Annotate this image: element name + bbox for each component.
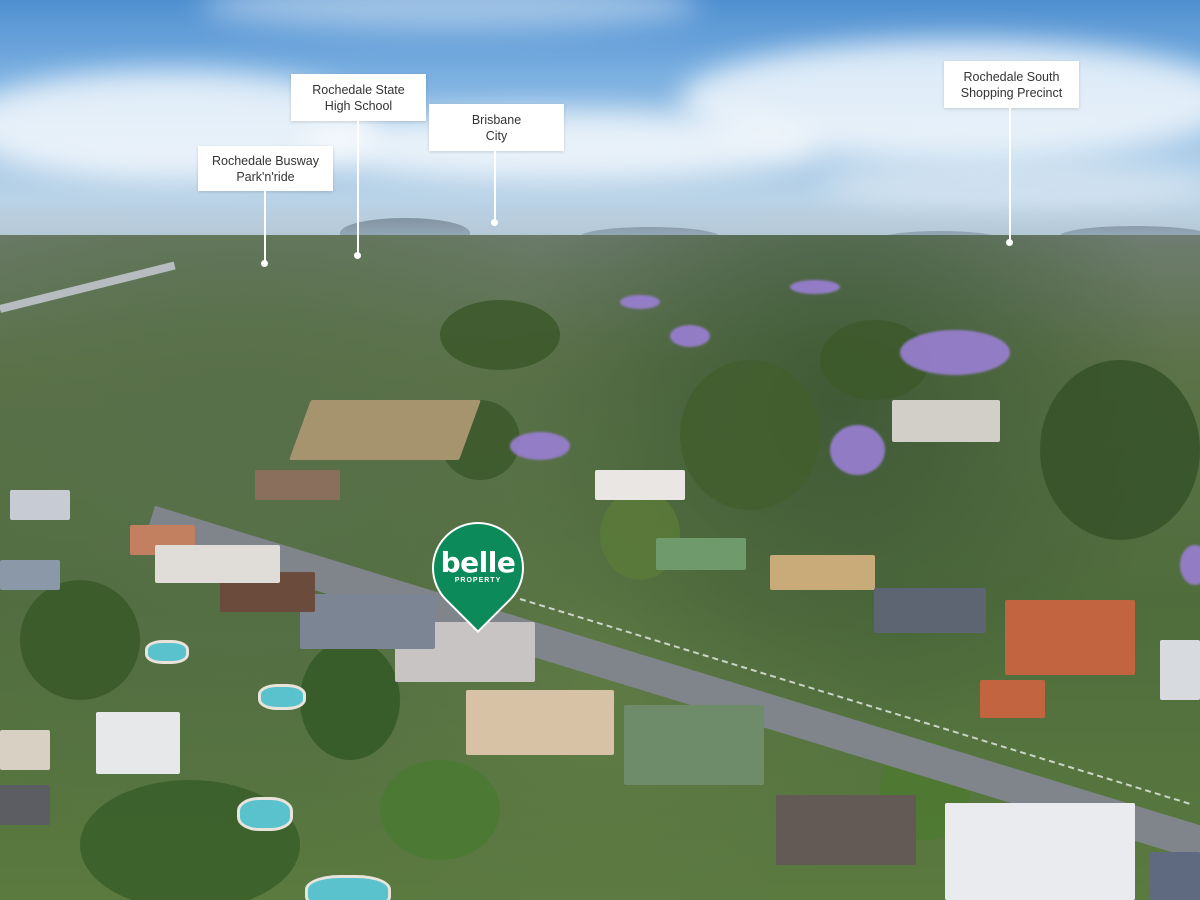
leader-dot (354, 252, 361, 259)
callout-text: High School (324, 98, 393, 113)
house-roof (300, 594, 435, 649)
leader-dot (1006, 239, 1013, 246)
brand-logo: belle (440, 546, 516, 579)
callout-busway: Rochedale Busway Park'n'ride (198, 146, 333, 191)
leader-line (264, 191, 266, 263)
house-roof (0, 730, 50, 770)
house-roof (656, 538, 746, 570)
callout-text: City (485, 128, 508, 143)
house-roof (1160, 640, 1200, 700)
house-roof (255, 470, 340, 500)
house-roof (1150, 852, 1200, 900)
house-roof (595, 470, 685, 500)
tree (20, 580, 140, 700)
jacaranda-tree (1180, 545, 1200, 585)
callout-text: Rochedale State (312, 82, 405, 97)
house-roof (980, 680, 1045, 718)
swimming-pool (305, 875, 391, 900)
cloud (680, 40, 1200, 160)
house-roof (945, 803, 1135, 900)
house-roof (0, 785, 50, 825)
jacaranda-tree (510, 432, 570, 460)
leader-dot (261, 260, 268, 267)
jacaranda-tree (620, 295, 660, 309)
house-roof (466, 690, 614, 755)
leader-dot (491, 219, 498, 226)
leader-line (494, 151, 496, 223)
jacaranda-tree (830, 425, 885, 475)
tree (680, 360, 820, 510)
house-roof (0, 560, 60, 590)
brand-subtitle: PROPERTY (454, 577, 502, 584)
tree (380, 760, 500, 860)
callout-high-school: Rochedale State High School (291, 74, 426, 121)
house-roof (874, 588, 986, 633)
callout-text: Shopping Precinct (960, 85, 1063, 100)
callout-text: Rochedale South (963, 69, 1060, 84)
house-roof (776, 795, 916, 865)
jacaranda-tree (670, 325, 710, 347)
palm-tree (300, 640, 400, 760)
callout-brisbane-city: Brisbane City (429, 104, 564, 151)
house-roof (892, 400, 1000, 442)
callout-shopping-precinct: Rochedale South Shopping Precinct (944, 61, 1079, 108)
tree (1040, 360, 1200, 540)
house-roof (10, 490, 70, 520)
swimming-pool (237, 797, 293, 831)
leader-line (1009, 108, 1011, 243)
callout-text: Rochedale Busway (211, 153, 319, 168)
swimming-pool (145, 640, 189, 664)
callout-text: Brisbane (471, 112, 522, 127)
house-roof (624, 705, 764, 785)
vacant-lot (289, 400, 481, 460)
jacaranda-tree (790, 280, 840, 294)
swimming-pool (258, 684, 306, 710)
tree (440, 300, 560, 370)
house-roof (770, 555, 875, 590)
leader-line (357, 121, 359, 255)
house-roof (96, 712, 180, 774)
property-location-pin: belle PROPERTY (412, 502, 544, 638)
jacaranda-tree (900, 330, 1010, 375)
house-roof (155, 545, 280, 583)
house-roof (1005, 600, 1135, 675)
callout-text: Park'n'ride (236, 169, 295, 184)
